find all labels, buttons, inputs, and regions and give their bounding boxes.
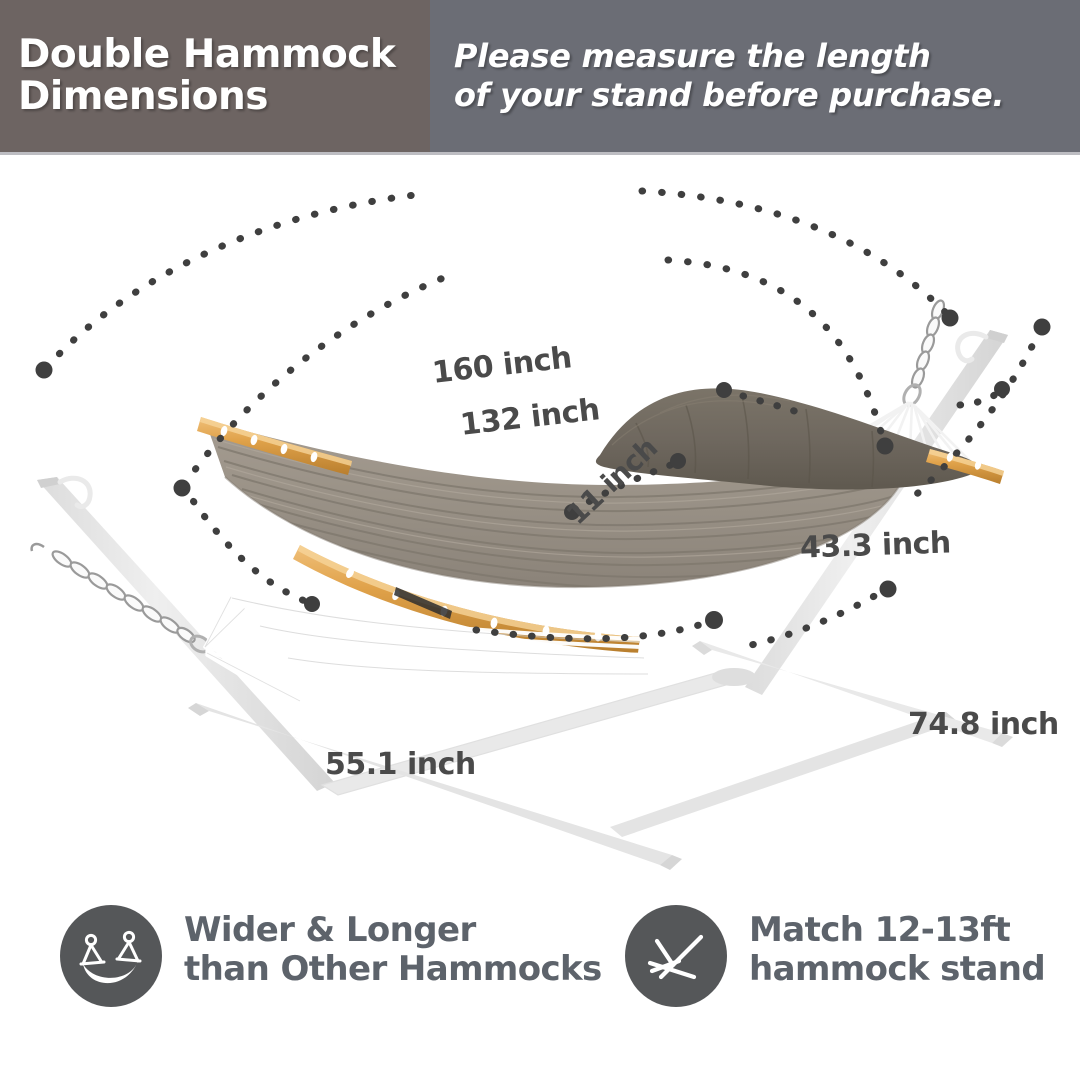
feature-item-match-stand: Match 12-13ft hammock stand: [625, 893, 1046, 1007]
header-title-line2: Dimensions: [18, 74, 268, 119]
spreader-bar-left: [197, 417, 352, 475]
dimension-arcs: [35, 187, 1051, 651]
arc-160-left: [42, 191, 419, 372]
header-left-panel: Double Hammock Dimensions: [0, 0, 430, 152]
rope-weave: [230, 593, 652, 683]
feature-line1: Match 12-13ft: [749, 910, 1011, 951]
hammock-icon: [60, 905, 162, 1007]
feature-row: Wider & Longer than Other Hammocks Matc: [0, 893, 1080, 1028]
arc-132-left: [180, 272, 452, 489]
header-divider: [0, 152, 1080, 155]
header-note-line1: Please measure the length: [454, 36, 931, 75]
arc-748-upper: [901, 326, 1044, 509]
feature-line1: Wider & Longer: [184, 910, 476, 951]
header-right-panel: Please measure the length of your stand …: [430, 0, 1080, 152]
dimension-label-55-1: 55.1 inch: [325, 747, 476, 782]
hammock-illustration: [30, 187, 1051, 870]
arc-433-left: [722, 387, 804, 417]
feature-item-wider-longer: Wider & Longer than Other Hammocks: [60, 893, 602, 1007]
hammock-chain-left: [30, 542, 196, 644]
hammock-diagram: 160 inch 132 inch 11 inch 43.3 inch 55.1…: [0, 155, 1080, 885]
header-title: Double Hammock Dimensions: [0, 32, 396, 119]
arc-551-upper: [179, 482, 314, 607]
arc-132-right: [664, 256, 888, 447]
hammock-stand-icon: [625, 905, 727, 1007]
dimension-label-43-3: 43.3 inch: [799, 525, 952, 566]
hammock-chain-right: [910, 299, 946, 389]
feature-text-wider-longer: Wider & Longer than Other Hammocks: [184, 911, 602, 989]
feature-line2: hammock stand: [749, 949, 1046, 989]
header-note: Please measure the length of your stand …: [430, 36, 1005, 115]
hammock-pillow: [595, 388, 978, 490]
feature-line2: than Other Hammocks: [184, 949, 602, 989]
arc-160-right: [638, 187, 952, 319]
header-note-line2: of your stand before purchase.: [454, 76, 1005, 114]
header-title-line1: Double Hammock: [18, 32, 396, 78]
spreader-bar-right: [926, 449, 1004, 484]
feature-text-match-stand: Match 12-13ft hammock stand: [749, 910, 1046, 989]
arc-748-lower: [738, 583, 894, 651]
dimension-label-74-8: 74.8 inch: [908, 707, 1059, 742]
header-banner: Double Hammock Dimensions Please measure…: [0, 0, 1080, 152]
